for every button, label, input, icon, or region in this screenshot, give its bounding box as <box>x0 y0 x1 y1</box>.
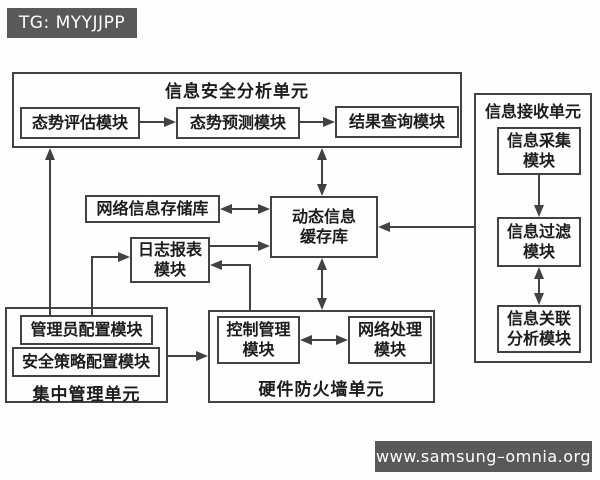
watermark-tag-badge: TG: MYYJJPP <box>7 8 137 38</box>
module-situation-predict: 态势预测模块 <box>176 107 300 139</box>
module-info-collect: 信息采集 模块 <box>497 127 581 175</box>
line-segment <box>140 121 166 123</box>
line-segment <box>538 175 540 206</box>
arrowhead-down <box>534 293 544 305</box>
arrowhead-right <box>336 335 348 345</box>
arrowhead-right <box>164 117 176 127</box>
arrowhead-right <box>258 204 270 214</box>
module-info-correlate: 信息关联 分析模块 <box>497 305 581 353</box>
module-dynamic-info-cache: 动态信息 缓存库 <box>270 196 378 258</box>
module-admin-config: 管理员配置模块 <box>20 315 153 345</box>
receive-unit-title: 信息接收单元 <box>484 102 581 121</box>
module-network-info-storage: 网络信息存储库 <box>85 195 220 223</box>
line-segment <box>249 264 251 310</box>
arrowhead-up <box>45 148 55 160</box>
watermark-site-badge: www.samsung–omnia.org <box>375 441 592 472</box>
firewall-unit-title: 硬件防火墙单元 <box>258 380 385 400</box>
line-segment <box>230 208 260 210</box>
line-segment <box>310 339 338 341</box>
line-segment <box>168 355 198 357</box>
line-segment <box>91 256 120 258</box>
analysis-unit-title: 信息安全分析单元 <box>165 82 309 102</box>
arrowhead-left <box>300 335 312 345</box>
module-network-process: 网络处理 模块 <box>348 316 432 364</box>
module-log-report: 日志报表 模块 <box>130 237 210 283</box>
line-segment <box>538 277 540 295</box>
line-segment <box>91 256 93 315</box>
line-segment <box>222 264 251 266</box>
arrowhead-up <box>317 148 327 160</box>
line-segment <box>321 268 323 300</box>
line-segment <box>321 158 323 186</box>
module-control-manage: 控制管理 模块 <box>217 316 300 364</box>
manage-unit-box <box>5 307 168 403</box>
firewall-unit-box <box>208 310 435 403</box>
module-policy-config: 安全策略配置模块 <box>12 347 160 377</box>
module-situation-assess: 态势评估模块 <box>20 107 140 139</box>
module-result-query: 结果查询模块 <box>335 106 459 138</box>
analysis-unit-box <box>12 72 462 148</box>
arrowhead-right <box>323 117 335 127</box>
arrowhead-down <box>534 205 544 217</box>
line-segment <box>210 245 260 247</box>
module-info-filter: 信息过滤 模块 <box>497 217 581 267</box>
manage-unit-title: 集中管理单元 <box>32 385 141 405</box>
arrowhead-right <box>258 241 270 251</box>
line-segment <box>300 121 325 123</box>
line-segment <box>49 158 51 315</box>
arrowhead-down <box>317 298 327 310</box>
arrowhead-right <box>196 351 208 361</box>
arrowhead-left <box>378 222 390 232</box>
arrowhead-up <box>534 267 544 279</box>
receive-unit-box <box>474 93 592 363</box>
arrowhead-left <box>210 260 222 270</box>
arrowhead-right <box>118 252 130 262</box>
arrowhead-up <box>317 258 327 270</box>
arrowhead-left <box>220 204 232 214</box>
line-segment <box>388 226 474 228</box>
arrowhead-down <box>317 184 327 196</box>
